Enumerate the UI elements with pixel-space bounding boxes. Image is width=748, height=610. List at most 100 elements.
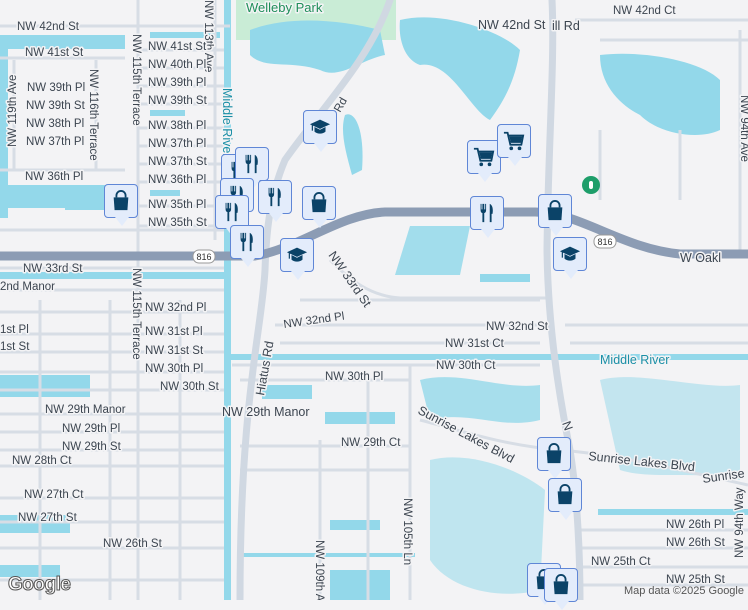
street-label: 2nd Manor xyxy=(0,281,55,293)
shopping-bag-icon xyxy=(554,484,576,506)
street-label: NW 105th Ln xyxy=(401,498,413,565)
graduation-cap-icon xyxy=(286,244,308,266)
map-marker-grocery[interactable] xyxy=(467,140,501,182)
street-label: NW 41st St xyxy=(148,41,207,53)
street-label: NW 29th St xyxy=(62,441,122,453)
street-label: NW 25th St xyxy=(666,574,726,586)
street-label: NW 30th Pl xyxy=(145,363,203,375)
map-marker-restaurant[interactable] xyxy=(215,195,249,237)
street-label: NW 27th Ct xyxy=(24,489,84,501)
street-label: NW 31st Pl xyxy=(145,326,203,338)
shopping-bag-icon xyxy=(544,200,566,222)
fork-knife-icon xyxy=(476,202,498,224)
street-label: NW 38th Pl xyxy=(26,118,84,130)
fork-knife-icon xyxy=(264,186,286,208)
svg-text:816: 816 xyxy=(597,237,612,247)
river-label-vertical: Middle River xyxy=(220,88,234,157)
highway-816 xyxy=(0,207,748,261)
street-label: NW 115th Terrace xyxy=(130,268,142,360)
shopping-bag-icon xyxy=(550,574,572,596)
shopping-bag-icon xyxy=(543,443,565,465)
map-marker-shopping-bag[interactable] xyxy=(302,186,336,228)
graduation-cap-icon xyxy=(559,243,581,265)
street-label: NW 39th St xyxy=(26,100,86,112)
fork-knife-icon xyxy=(241,153,263,175)
graduation-cap-icon xyxy=(309,116,331,138)
street-label: NW 32nd Pl xyxy=(283,311,345,331)
street-label: NW 33rd St xyxy=(23,263,83,275)
map-marker-shopping-bag[interactable] xyxy=(544,568,578,610)
shopping-cart-icon xyxy=(503,130,525,152)
street-label: NW 38th Pl xyxy=(148,120,206,132)
map-marker-restaurant[interactable] xyxy=(258,180,292,222)
fork-knife-icon xyxy=(236,231,258,253)
street-label: NW 29th Manor xyxy=(222,405,310,419)
highway-shield-right: 816 xyxy=(593,234,617,249)
street-label: NW 36th Pl xyxy=(25,171,83,183)
map-marker-restaurant[interactable] xyxy=(235,147,269,189)
street-label: NW 29th Ct xyxy=(341,437,401,449)
street-label: NW 28th Ct xyxy=(12,455,72,467)
street-label: NW 35th St xyxy=(148,217,208,229)
street-label: NW 35th Pl xyxy=(148,199,206,211)
street-label: NW 39th St xyxy=(148,95,208,107)
street-label: NW 31st Ct xyxy=(445,338,505,350)
shopping-bag-icon xyxy=(308,192,330,214)
street-label: NW 30th St xyxy=(160,381,220,393)
river-label-horizontal: Middle River xyxy=(600,353,669,367)
fork-knife-icon xyxy=(221,201,243,223)
street-label: NW 42nd St xyxy=(17,21,80,33)
street-label: NW 36th Pl xyxy=(148,174,206,186)
street-label: NW 25th Ct xyxy=(591,556,651,568)
map-marker-restaurant[interactable] xyxy=(230,225,264,267)
street-label: NW 94th Ave xyxy=(738,95,748,162)
street-label: NW 37th Pl xyxy=(26,136,84,148)
street-label: NW 30th Ct xyxy=(436,360,496,372)
map-marker-shopping-bag[interactable] xyxy=(548,478,582,520)
street-label: 1st St xyxy=(0,341,30,353)
map-attribution: Map data ©2025 Google xyxy=(623,585,744,597)
street-label: NW 37th Pl xyxy=(148,138,206,150)
street-label: NW 29th Pl xyxy=(62,423,120,435)
street-label: NW 26th St xyxy=(103,538,163,550)
google-logo: Google xyxy=(7,574,71,596)
street-label: NW 115th Terrace xyxy=(130,34,142,126)
shopping-bag-icon xyxy=(110,190,132,212)
street-label: NW 42nd St xyxy=(478,18,546,32)
street-label: NW 32nd Pl xyxy=(145,302,206,314)
street-label: ill Rd xyxy=(552,19,580,33)
map-marker-grocery[interactable] xyxy=(497,124,531,166)
svg-text:816: 816 xyxy=(196,252,211,262)
map-marker-shopping-bag[interactable] xyxy=(537,437,571,479)
street-label: 1st Pl xyxy=(0,324,29,336)
street-label: NW 41st St xyxy=(25,47,84,59)
map-marker-school[interactable] xyxy=(553,237,587,279)
main-roads xyxy=(236,0,584,600)
street-label: NW 42nd Ct xyxy=(613,5,676,17)
map-marker-shopping-bag[interactable] xyxy=(104,184,138,226)
highway-shield-left: 816 xyxy=(192,249,216,264)
street-label: NW 39th Pl xyxy=(148,77,206,89)
street-label: NW 27th St xyxy=(18,512,78,524)
location-pin-icon[interactable] xyxy=(582,176,600,194)
park-label: Welleby Park xyxy=(246,0,323,15)
street-label: NW 94th Way xyxy=(734,487,746,558)
highway-name-label: W Oakl xyxy=(680,251,721,265)
map-marker-school[interactable] xyxy=(303,110,337,152)
street-label: NW 26th Pl xyxy=(666,519,724,531)
map-marker-school[interactable] xyxy=(280,238,314,280)
street-label: NW 119th Ave xyxy=(7,75,19,147)
street-label: NW 31st St xyxy=(145,345,204,357)
map-marker-shopping-bag[interactable] xyxy=(538,194,572,236)
street-label: NW 113th Ave xyxy=(202,0,214,72)
shopping-cart-icon xyxy=(473,146,495,168)
street-label: NW 26th St xyxy=(666,537,726,549)
street-label: NW 39th Pl xyxy=(27,82,85,94)
street-label: NW 32nd St xyxy=(486,321,549,333)
street-label: NW 30th Pl xyxy=(325,371,383,383)
map-marker-restaurant[interactable] xyxy=(470,196,504,238)
street-label: NW 29th Manor xyxy=(45,404,126,416)
street-label: NW 109th Ave xyxy=(313,540,325,600)
